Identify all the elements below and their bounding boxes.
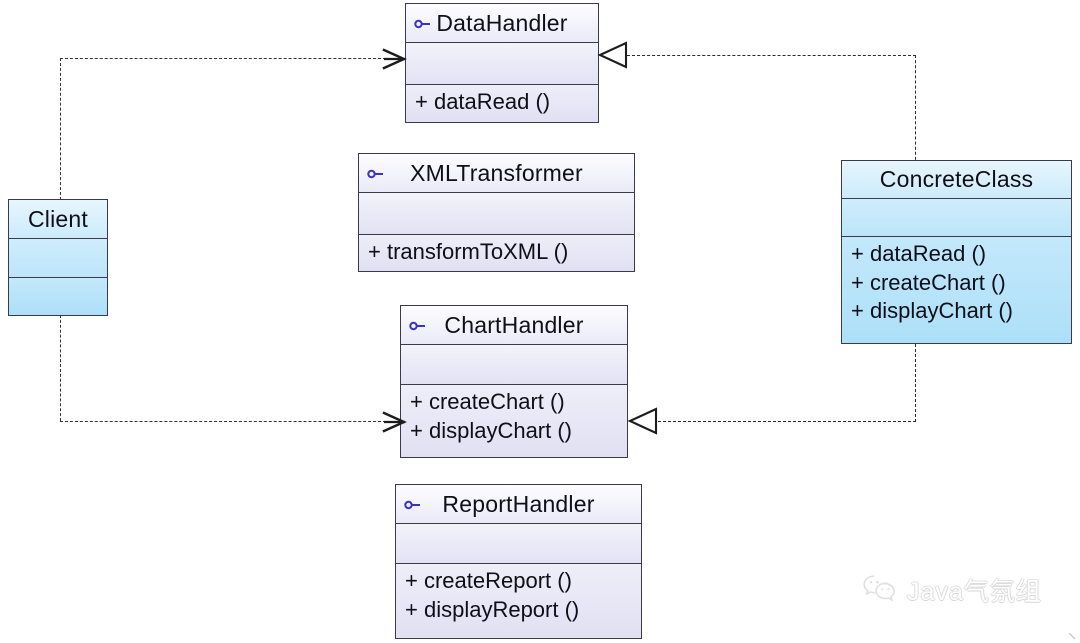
open-arrowhead-chart-handler: [382, 411, 407, 433]
class-box-xml-transformer[interactable]: XMLTransformer + transformToXML (): [358, 153, 635, 272]
edge-client-to-chart-handler-vertical: [60, 315, 61, 421]
operation-item: + displayReport (): [405, 596, 580, 622]
class-box-report-handler[interactable]: ReportHandler + createReport () + displa…: [395, 484, 642, 639]
operation-item: + createReport (): [405, 568, 572, 593]
class-header-concrete-class: ConcreteClass: [842, 161, 1071, 198]
class-box-chart-handler[interactable]: ChartHandler + createChart () + displayC…: [400, 305, 628, 458]
hollow-triangle-arrowhead-chart-handler: [627, 407, 658, 435]
operation-item: + transformToXML (): [368, 239, 569, 264]
class-header-chart-handler: ChartHandler: [401, 306, 627, 344]
operations-compartment-report-handler: + createReport () + displayReport (): [396, 563, 641, 638]
watermark-text: Java气氛组: [907, 578, 1042, 606]
operation-item: + dataRead (): [851, 241, 987, 266]
interface-lollipop-icon: [409, 319, 427, 331]
operations-compartment-concrete-class: + dataRead () + createChart () + display…: [842, 236, 1071, 343]
wechat-icon: [862, 573, 898, 608]
attributes-compartment-chart-handler: [401, 344, 627, 384]
class-name-client: Client: [27, 205, 88, 232]
attributes-compartment-client: [9, 238, 107, 277]
edge-client-to-chart-handler-horizontal: [60, 421, 391, 422]
class-header-client: Client: [9, 200, 107, 238]
edge-concrete-to-chart-handler-vertical: [915, 344, 916, 422]
operation-item: + displayChart (): [851, 298, 1014, 324]
class-box-data-handler[interactable]: DataHandler + dataRead (): [405, 3, 599, 123]
class-box-client[interactable]: Client: [8, 199, 108, 316]
interface-lollipop-icon: [367, 167, 385, 179]
corner-tick-mark: [1069, 633, 1076, 640]
edge-client-to-data-handler-vertical: [60, 58, 61, 200]
attributes-compartment-xml-transformer: [359, 192, 634, 234]
edge-concrete-to-data-handler-vertical: [915, 55, 916, 165]
class-name-chart-handler: ChartHandler: [444, 311, 584, 338]
attributes-compartment-report-handler: [396, 523, 641, 563]
edge-concrete-to-data-handler-horizontal: [627, 55, 916, 56]
edge-client-to-data-handler-horizontal: [60, 58, 391, 59]
open-arrowhead-data-handler: [382, 48, 407, 70]
operations-compartment-data-handler: + dataRead (): [406, 84, 598, 122]
operations-compartment-chart-handler: + createChart () + displayChart (): [401, 384, 627, 457]
edge-concrete-to-chart-handler-horizontal: [658, 421, 916, 422]
class-header-data-handler: DataHandler: [406, 4, 598, 42]
watermark: Java气氛组: [862, 572, 1042, 608]
operation-item: + createChart (): [410, 389, 565, 414]
operation-item: + dataRead (): [415, 89, 551, 114]
class-name-xml-transformer: XMLTransformer: [410, 159, 583, 186]
class-header-xml-transformer: XMLTransformer: [359, 154, 634, 192]
class-name-report-handler: ReportHandler: [442, 490, 595, 517]
class-name-data-handler: DataHandler: [436, 9, 568, 36]
attributes-compartment-data-handler: [406, 42, 598, 84]
operations-compartment-xml-transformer: + transformToXML (): [359, 234, 634, 271]
attributes-compartment-concrete-class: [842, 198, 1071, 236]
hollow-triangle-arrowhead-data-handler: [597, 41, 628, 69]
class-box-concrete-class[interactable]: ConcreteClass + dataRead () + createChar…: [841, 160, 1072, 344]
class-name-concrete-class: ConcreteClass: [879, 166, 1034, 192]
operations-compartment-client: [9, 277, 107, 315]
class-header-report-handler: ReportHandler: [396, 485, 641, 523]
interface-lollipop-icon: [414, 17, 432, 29]
operation-item: + displayChart (): [410, 417, 573, 443]
interface-lollipop-icon: [404, 498, 422, 510]
operation-item: + createChart (): [851, 269, 1006, 295]
